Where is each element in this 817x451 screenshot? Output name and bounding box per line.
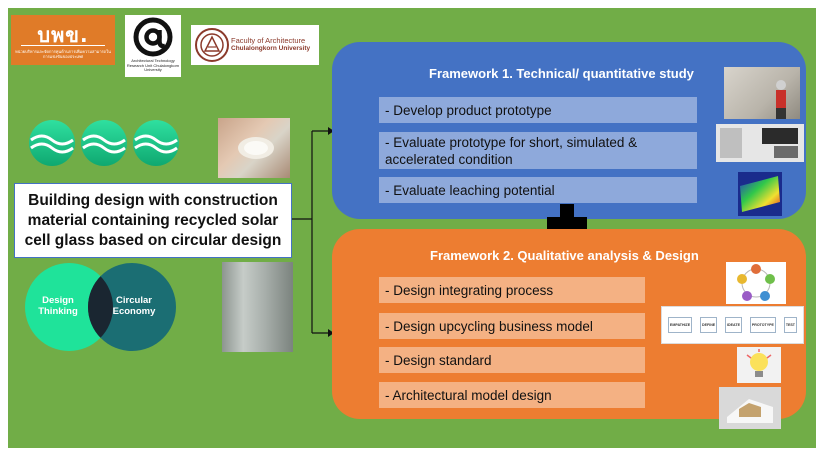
framework2-item: - Design integrating process [379, 277, 645, 303]
circular-economy-label: Circular Economy [112, 295, 156, 317]
design-thinking-label: Design Thinking [38, 295, 78, 317]
framework1-item: - Evaluate leaching potential [379, 177, 697, 203]
design-thinking-steps: EMPATHIZE DEFINE IDEATE PROTOTYPE TEST [661, 306, 804, 344]
research-unit-logo-text: Architectural Technology Research Unit C… [126, 58, 180, 72]
architectural-model-photo [719, 387, 781, 429]
pmuc-logo: บพข. หน่วยบริหารและจัดการทุนด้านการเพิ่ม… [11, 15, 115, 65]
circular-economy-circle [88, 263, 176, 351]
glass-panel-photo [222, 262, 293, 352]
step-label: PROTOTYPE [749, 317, 776, 333]
step-label: EMPATHIZE [667, 317, 693, 333]
simulation-heatmap-photo [738, 172, 782, 216]
faculty-logo: Faculty of Architecture Chulalongkorn Un… [191, 25, 319, 65]
framework1-title: Framework 1. Technical/ quantitative stu… [429, 66, 694, 81]
plus-icon [547, 204, 587, 244]
wave-circle-icon [133, 120, 179, 166]
logo-divider [21, 45, 105, 46]
framework1-item: - Evaluate prototype for short, simulate… [379, 132, 697, 169]
lightbulb-image [737, 347, 781, 383]
pmuc-logo-text: บพข. [37, 23, 89, 47]
framework2-title: Framework 2. Qualitative analysis & Desi… [430, 248, 699, 263]
wall-test-photo [724, 67, 800, 119]
lab-equipment-photo [716, 124, 804, 162]
step-label: DEFINE [700, 317, 718, 333]
venn-diagram [25, 263, 176, 351]
framework2-item: - Design standard [379, 347, 645, 373]
pmuc-logo-subtitle: หน่วยบริหารและจัดการทุนด้านการเพิ่มความส… [15, 49, 111, 59]
arrow-head-icon [328, 127, 334, 135]
wave-circle-icon [29, 120, 75, 166]
circular-wave-icons [29, 120, 179, 166]
university-name: Chulalongkorn University [231, 45, 311, 52]
faculty-name: Faculty of Architecture [231, 36, 306, 45]
framework2-item: - Design upcycling business model [379, 313, 645, 339]
step-label: TEST [783, 317, 797, 333]
research-unit-logo: Architectural Technology Research Unit C… [125, 15, 181, 77]
design-thinking-circle [25, 263, 113, 351]
framework2-item: - Architectural model design [379, 382, 645, 408]
main-title-box: Building design with construction materi… [14, 183, 292, 258]
wave-circle-icon [81, 120, 127, 166]
arrow-head-icon [328, 329, 334, 337]
step-label: IDEATE [725, 317, 742, 333]
process-cycle-diagram [726, 262, 786, 304]
framework1-item: - Develop product prototype [379, 97, 697, 123]
at-symbol-icon [133, 17, 173, 57]
connector-arrows [292, 127, 334, 337]
recycled-glass-photo [218, 118, 290, 178]
faculty-emblem-icon [195, 28, 229, 62]
